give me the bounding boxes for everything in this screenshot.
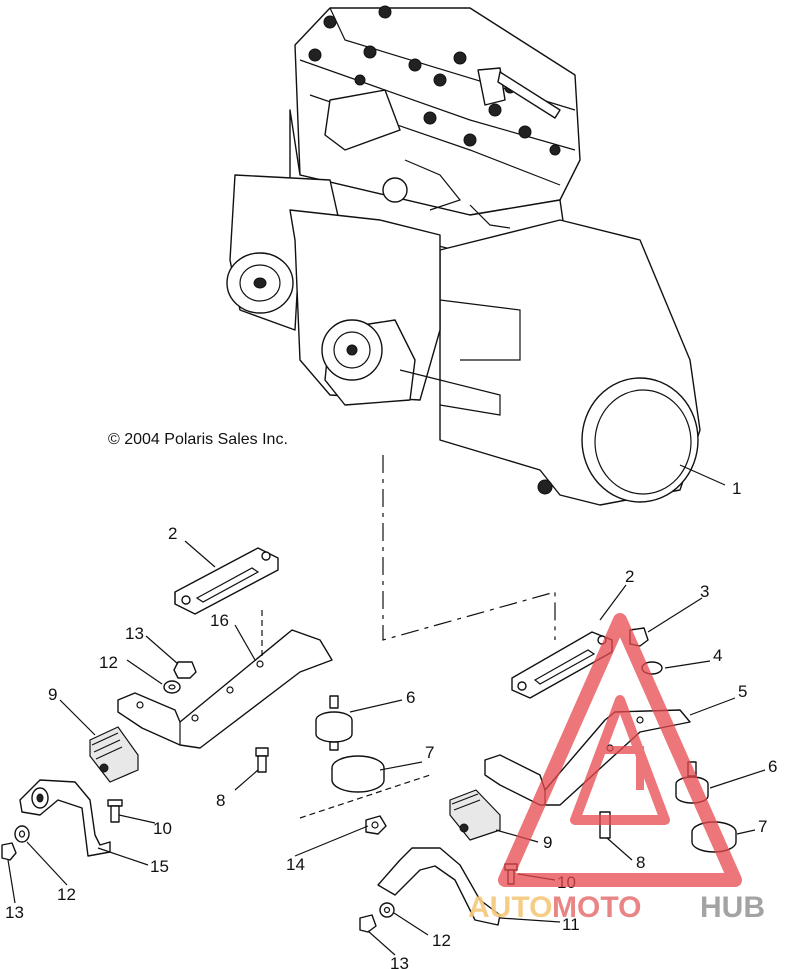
callout-1: 1 xyxy=(732,479,741,498)
callout-6-right: 6 xyxy=(768,757,777,776)
puck-7-a xyxy=(331,755,385,793)
callout-8-left: 8 xyxy=(216,791,225,810)
callout-12-top: 12 xyxy=(99,653,118,672)
callout-16: 16 xyxy=(210,611,229,630)
washer-12-a xyxy=(163,680,181,694)
head-bolts xyxy=(308,5,561,156)
callout-9-left: 9 xyxy=(48,685,57,704)
nut-13-c xyxy=(359,914,377,933)
alignment-line xyxy=(382,455,556,641)
copyright-text: © 2004 Polaris Sales Inc. xyxy=(108,431,288,448)
callout-4: 4 xyxy=(713,646,722,665)
mount-block-9-right xyxy=(449,789,501,841)
callout-2-left: 2 xyxy=(168,524,177,543)
watermark-auto: AUTO xyxy=(468,891,552,924)
callout-12-bottom: 12 xyxy=(432,931,451,950)
watermark-hub: HUB xyxy=(700,891,765,924)
callout-5: 5 xyxy=(738,682,747,701)
support-bracket-15 xyxy=(19,779,111,857)
bolt-10-a xyxy=(107,799,123,823)
engine-bracket-16 xyxy=(117,629,333,749)
callout-12-left: 12 xyxy=(57,885,76,904)
leader-lines xyxy=(7,464,766,956)
callout-11: 11 xyxy=(562,915,580,934)
mount-block-9-left xyxy=(89,726,139,783)
washer-12-c xyxy=(379,902,395,918)
callout-13-top: 13 xyxy=(125,624,144,643)
callout-15: 15 xyxy=(150,857,169,876)
stud-8-a xyxy=(255,747,269,773)
watermark-text: AUTO MOTO HUB xyxy=(468,891,765,924)
callout-14: 14 xyxy=(286,855,305,874)
callout-3: 3 xyxy=(700,582,709,601)
isolator-6-a xyxy=(315,695,353,751)
engine-assembly xyxy=(226,5,701,506)
slotted-plate-left xyxy=(174,547,279,615)
callout-13-bottom: 13 xyxy=(390,954,409,969)
callout-8-right: 8 xyxy=(636,853,645,872)
callout-7-center: 7 xyxy=(425,743,434,762)
watermark-logo xyxy=(498,613,742,887)
support-bracket-11 xyxy=(377,847,501,926)
nut-14 xyxy=(365,815,387,835)
callout-13-left: 13 xyxy=(5,903,24,922)
callout-numbers: 1 2 2 3 4 5 6 6 7 7 8 8 9 9 10 10 11 12 … xyxy=(5,479,777,969)
callout-6-center: 6 xyxy=(406,688,415,707)
washer-12-b xyxy=(14,825,30,843)
callout-2-right: 2 xyxy=(625,567,634,586)
callout-7-right: 7 xyxy=(758,817,767,836)
watermark-moto: MOTO xyxy=(552,891,641,924)
centerline xyxy=(299,774,431,819)
nut-13-a xyxy=(173,661,197,679)
nut-13-b xyxy=(1,842,17,861)
callout-9-right: 9 xyxy=(543,833,552,852)
callout-10-left: 10 xyxy=(153,819,172,838)
